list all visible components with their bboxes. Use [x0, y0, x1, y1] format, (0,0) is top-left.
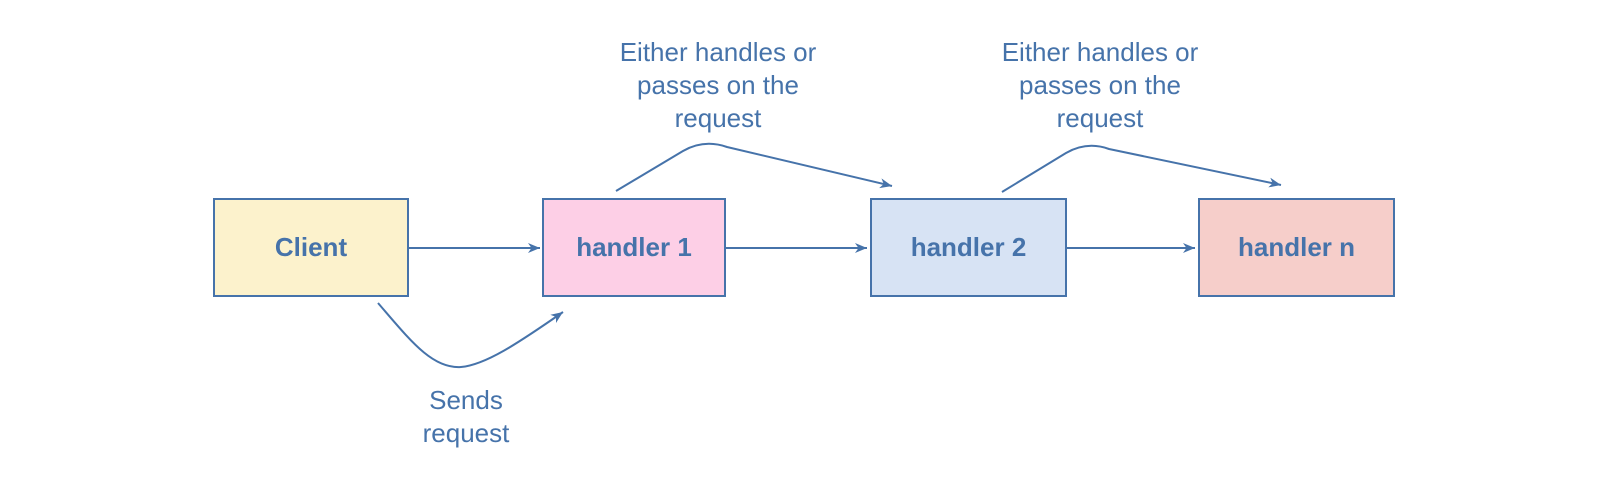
node-handler-n: handler n	[1198, 198, 1395, 297]
arrow-sends-request-curve	[377, 302, 564, 369]
node-handler-1-label: handler 1	[576, 232, 692, 262]
node-client: Client	[213, 198, 409, 297]
node-handler-2-label: handler 2	[910, 232, 1027, 262]
arrow-either-curve-1	[615, 142, 893, 192]
annotation-either-handles-1: Either handles or passes on the request	[619, 37, 817, 133]
node-client-label: Client	[274, 232, 348, 262]
annotation-sends-request: Sends request	[422, 385, 510, 448]
node-handler-n-label: handler n	[1237, 232, 1355, 262]
annotation-either-handles-2: Either handles or passes on the request	[1001, 37, 1199, 133]
node-handler-2: handler 2	[870, 198, 1067, 297]
node-handler-1: handler 1	[542, 198, 726, 297]
arrow-either-curve-2	[1001, 144, 1282, 193]
